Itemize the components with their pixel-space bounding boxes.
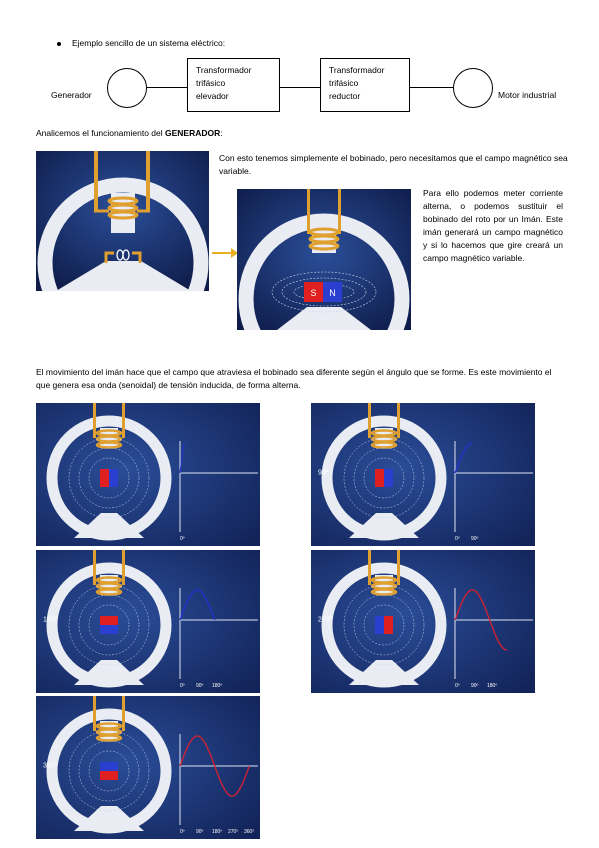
- generator-panel: 0º: [36, 403, 260, 546]
- magnet-n-label: N: [329, 288, 336, 298]
- magnet: [100, 762, 118, 780]
- angle-label: 90º: [318, 470, 329, 477]
- bullet-dot: [57, 42, 61, 46]
- magnet: [375, 616, 393, 634]
- tick-label: 90º: [471, 683, 479, 689]
- magnet: [100, 616, 118, 634]
- connector-line: [280, 87, 320, 89]
- tick-label: 90º: [471, 536, 479, 542]
- generator-bold: GENERADOR: [165, 128, 221, 138]
- tick-label: 90º: [196, 829, 204, 835]
- transformer2-line3: reductor: [329, 91, 361, 101]
- connector-line: [410, 87, 453, 89]
- paragraph-1: Con esto tenemos simplemente el bobinado…: [219, 153, 568, 176]
- tick-label: 0º: [180, 536, 185, 542]
- angle-label: 270º: [318, 617, 333, 624]
- sine-wave: [454, 589, 508, 651]
- transformer2-line2: trifásico: [329, 78, 359, 88]
- generator-circle: [107, 68, 147, 108]
- tick-label: 270º: [228, 829, 238, 835]
- magnet: [375, 469, 393, 487]
- transformer2-line1: Transformador: [329, 65, 385, 75]
- transformer1-line2: trifásico: [196, 78, 226, 88]
- generator-panel: 0º 90º 180º 270º: [311, 550, 535, 693]
- transformer-step-down-box: Transformador trifásico reductor: [320, 58, 410, 112]
- generator-panel: 0º 90º 180º 180º: [36, 550, 260, 693]
- section-heading: Analicemos el funcionamiento del GENERAD…: [36, 128, 223, 138]
- stator-coil-image: [36, 151, 209, 291]
- tick-label: 90º: [196, 683, 204, 689]
- transformer1-line1: Transformador: [196, 65, 252, 75]
- transformer1-line3: elevador: [196, 91, 229, 101]
- motor-circle: [453, 68, 493, 108]
- arrow-icon: [212, 246, 238, 258]
- motor-label: Motor industrial: [498, 90, 557, 100]
- paragraph-2: Para ello podemos meter corriente altern…: [423, 188, 563, 263]
- bullet-text: Ejemplo sencillo de un sistema eléctrico…: [72, 38, 226, 48]
- tick-label: 0º: [180, 829, 185, 835]
- magnet-rotor-image: S N: [237, 189, 411, 330]
- connector-line: [147, 87, 187, 89]
- tick-label: 0º: [180, 683, 185, 689]
- tick-label: 0º: [455, 683, 460, 689]
- sine-wave: [179, 589, 216, 621]
- magnet-s-label: S: [310, 288, 316, 298]
- magnet: [100, 469, 118, 487]
- transformer-step-up-box: Transformador trifásico elevador: [187, 58, 280, 112]
- paragraph-3: El movimiento del imán hace que el campo…: [36, 367, 552, 390]
- tick-label: 360º: [244, 829, 254, 835]
- generator-label: Generador: [51, 90, 92, 100]
- generator-panel: 0º 90º 180º 270º 360º 360º: [36, 696, 260, 839]
- generator-panel: 0º 90º 90º: [311, 403, 535, 546]
- sine-wave: [179, 735, 250, 797]
- tick-label: 180º: [487, 683, 497, 689]
- tick-label: 180º: [212, 829, 222, 835]
- tick-label: 0º: [455, 536, 460, 542]
- angle-label: 360º: [43, 763, 58, 770]
- sine-wave: [454, 442, 473, 474]
- tick-label: 180º: [212, 683, 222, 689]
- angle-label: 180º: [43, 617, 58, 624]
